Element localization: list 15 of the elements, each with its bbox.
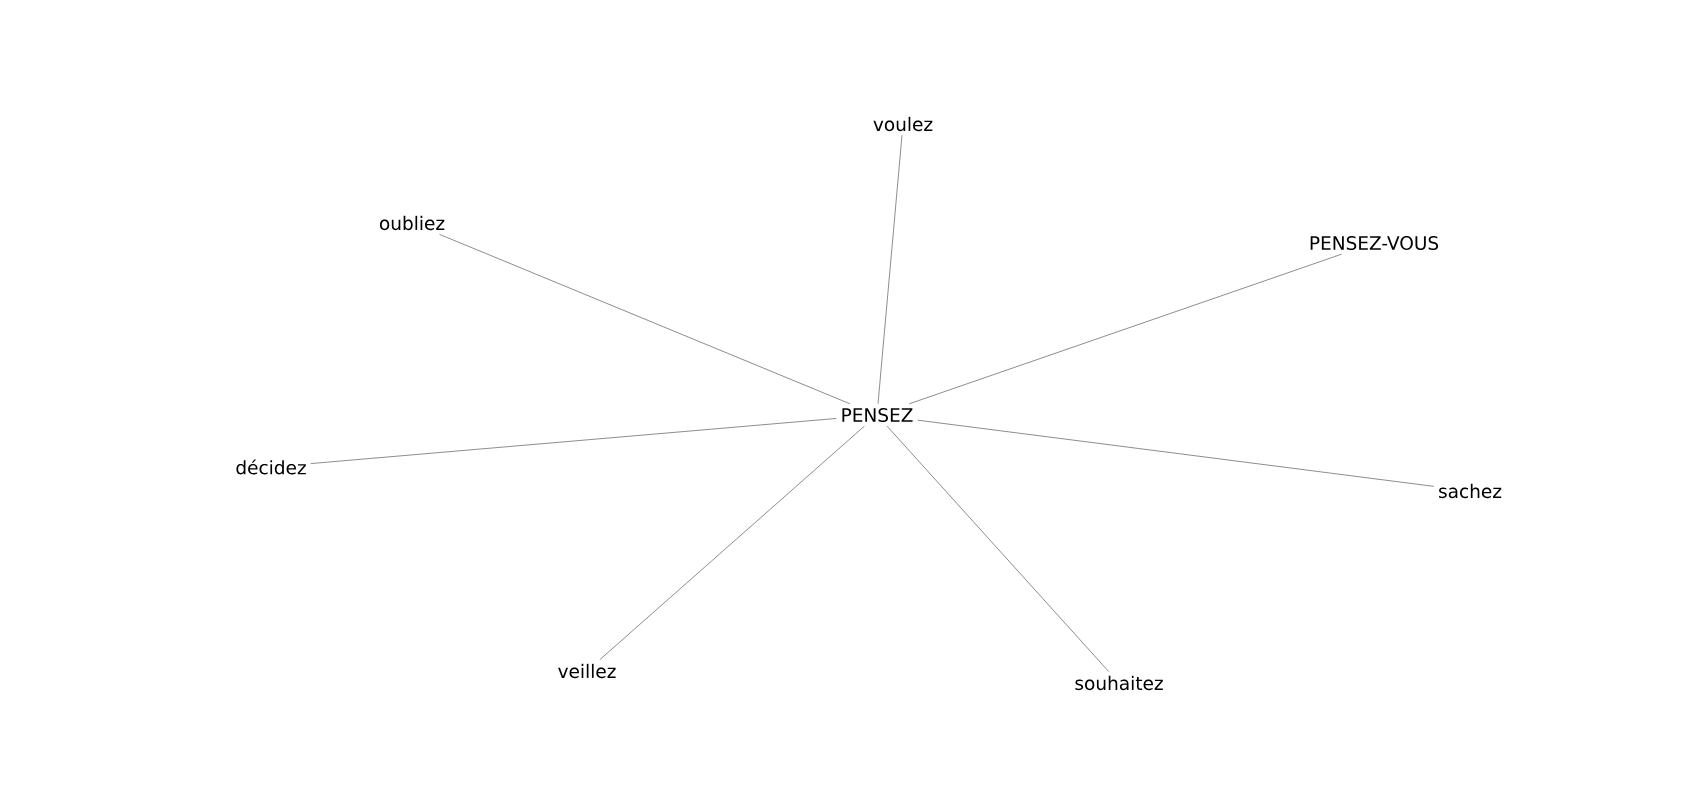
word-label: souhaitez: [1075, 675, 1163, 691]
connector-line: [599, 425, 865, 661]
word-label: voulez: [873, 116, 933, 132]
word-label: décidez: [236, 459, 306, 475]
connector-line: [917, 419, 1435, 487]
connector-line: [886, 425, 1110, 673]
connector-line: [877, 134, 903, 405]
word-label: oubliez: [379, 215, 445, 231]
connector-line: [439, 233, 851, 405]
word-label: sachez: [1439, 483, 1502, 499]
word-label: PENSEZ: [842, 408, 913, 422]
word-label: veillez: [558, 663, 616, 679]
connector-line: [908, 253, 1343, 405]
connector-line: [310, 418, 837, 464]
word-label: PENSEZ-VOUS: [1310, 236, 1439, 250]
